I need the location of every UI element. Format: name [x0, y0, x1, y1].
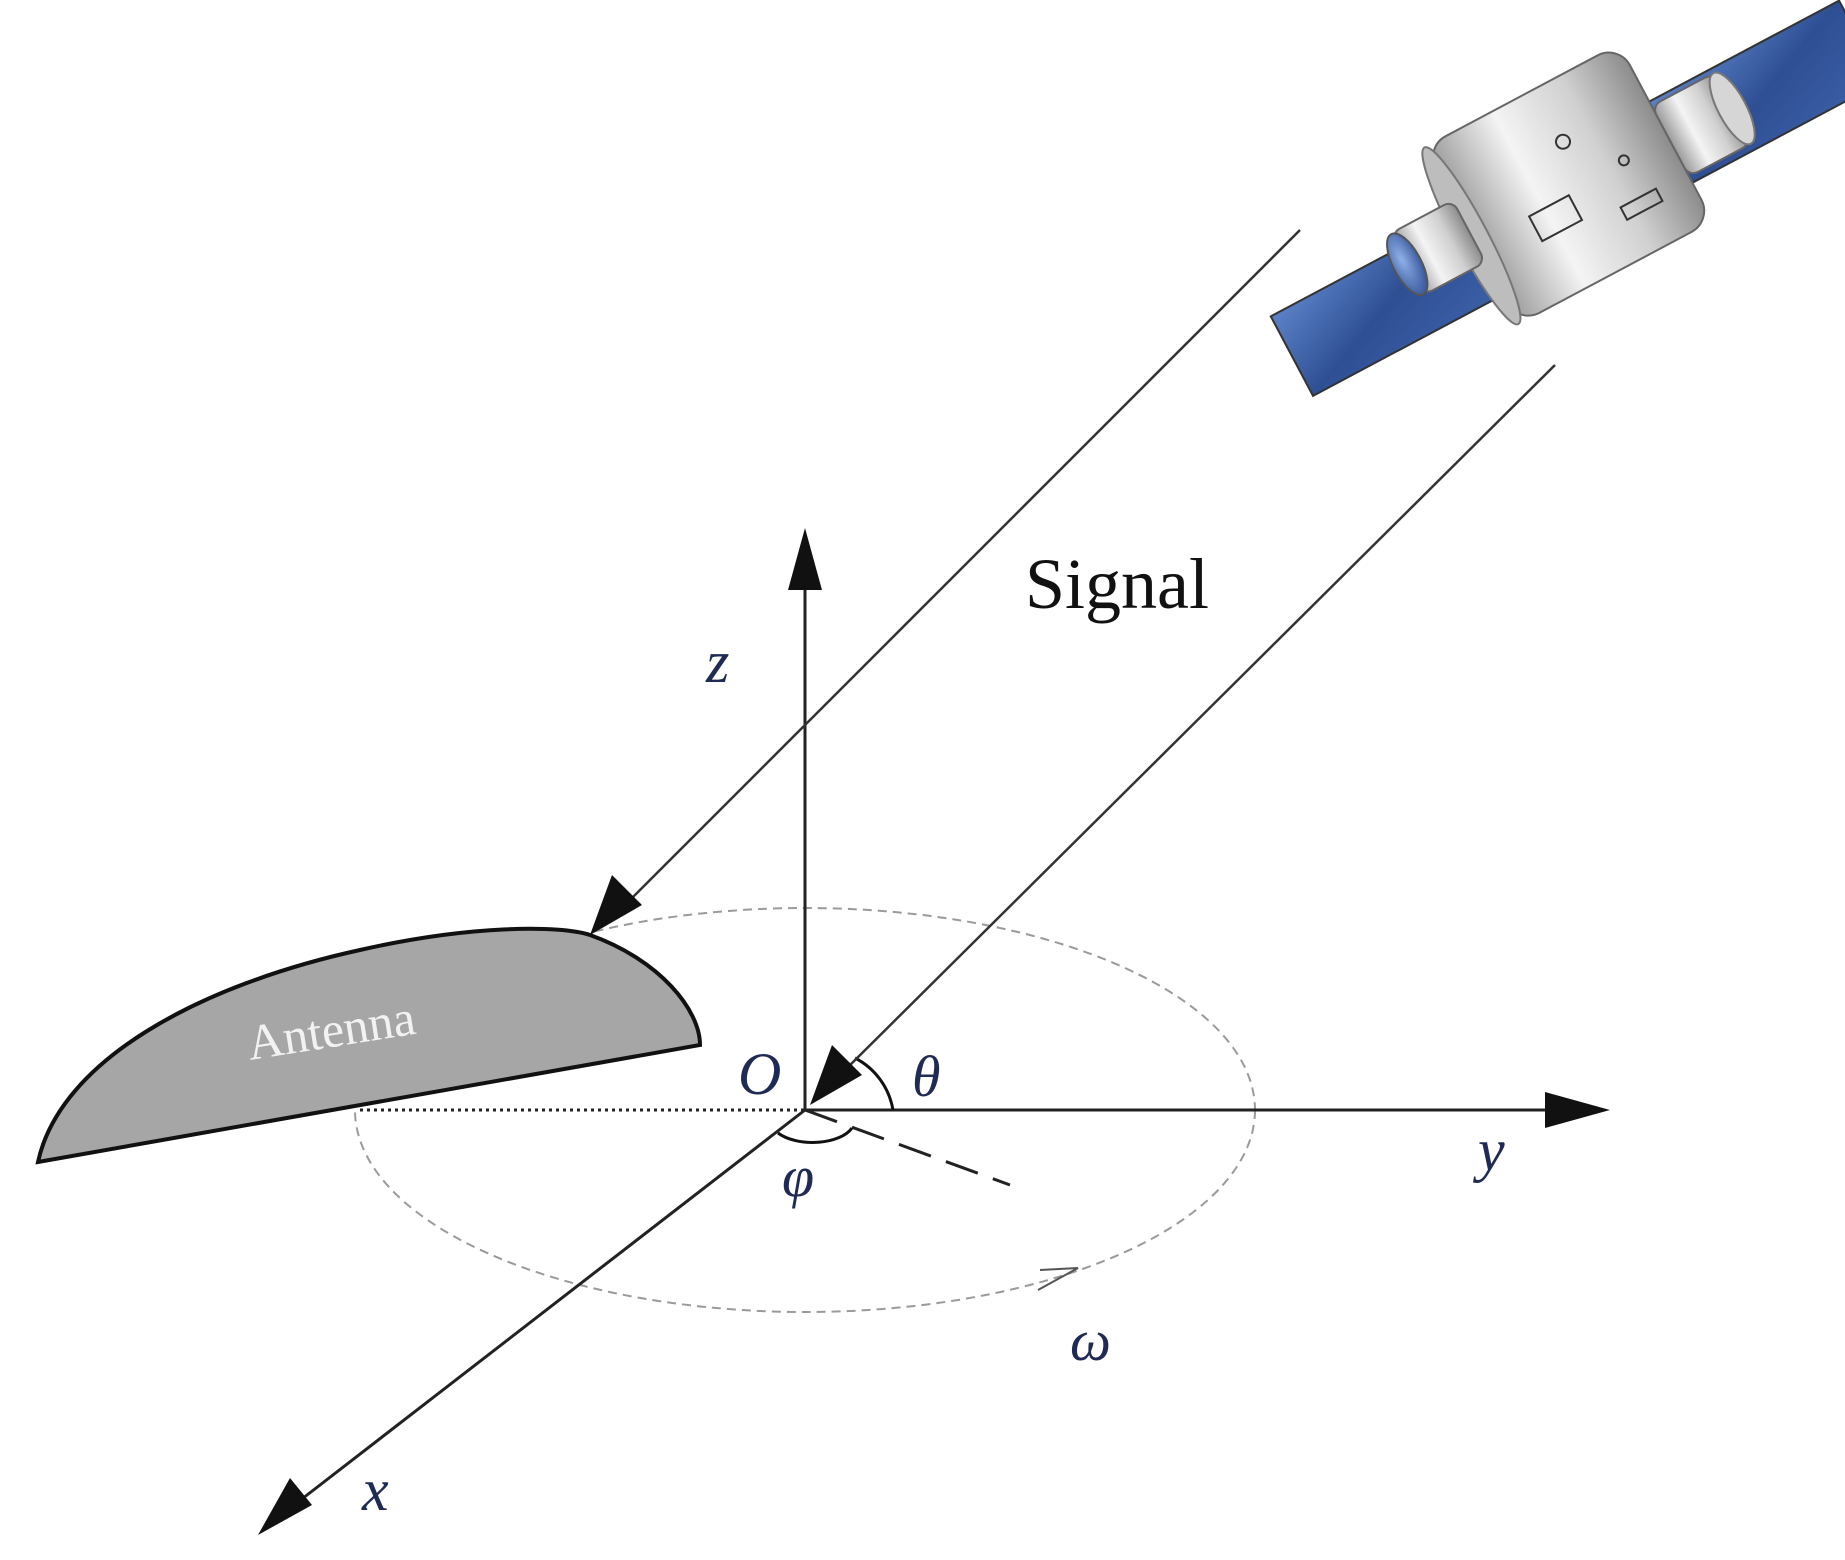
signal-ray-to-origin — [839, 364, 1556, 1076]
y-axis-label: y — [1472, 1117, 1505, 1183]
signal-label: Signal — [1025, 544, 1209, 624]
x-axis-arrowhead — [258, 1478, 312, 1535]
z-axis-arrowhead — [788, 528, 822, 590]
projection-dashed-line — [804, 1108, 1011, 1187]
origin-label: O — [738, 1041, 781, 1107]
phi-label: φ — [782, 1144, 814, 1209]
theta-arc — [854, 1056, 895, 1111]
dish-antenna-icon: Antenna — [35, 926, 703, 1165]
signal-ray-to-antenna — [624, 229, 1301, 906]
y-axis-arrowhead — [1545, 1092, 1610, 1128]
theta-label: θ — [912, 1044, 941, 1109]
satellite-icon — [1269, 0, 1845, 398]
omega-label: ω — [1070, 1308, 1111, 1373]
phi-arc — [777, 1127, 854, 1144]
signal-ray-to-origin-arrowhead — [810, 1045, 862, 1105]
x-axis-line — [297, 1108, 806, 1504]
signal-ray-to-antenna-arrowhead — [590, 875, 642, 935]
x-axis-label: x — [361, 1457, 389, 1523]
z-axis-label: z — [705, 629, 729, 695]
omega-arrowhead — [1037, 1267, 1079, 1291]
